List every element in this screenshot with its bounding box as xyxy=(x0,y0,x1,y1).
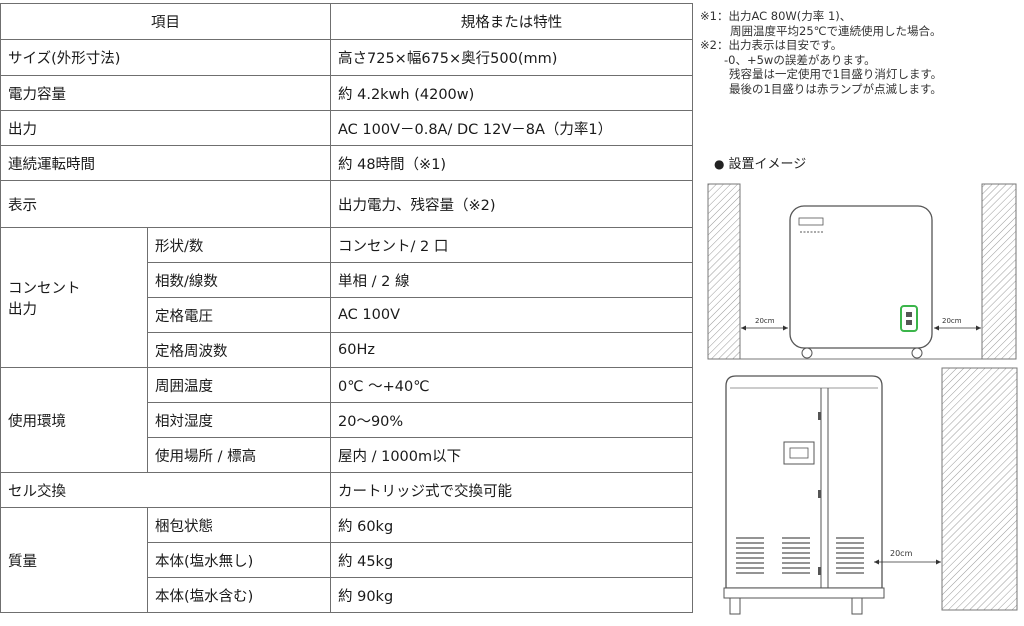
bullet-icon: ● xyxy=(714,157,725,171)
table-row: セル交換 カートリッジ式で交換可能 xyxy=(0,472,693,508)
row-label: 電力容量 xyxy=(0,75,331,111)
wheel-icon xyxy=(911,347,923,359)
sub-label: 定格電圧 xyxy=(147,297,331,333)
base xyxy=(723,587,885,599)
arrow-icon xyxy=(934,325,981,331)
sub-label: 本体(塩水含む) xyxy=(147,577,331,613)
vent-center-icon xyxy=(782,537,810,574)
side-wall xyxy=(941,367,1018,611)
vent-right-icon xyxy=(836,537,864,574)
hinge-icon xyxy=(818,567,821,575)
row-value: 60Hz xyxy=(330,332,693,368)
sub-label: 使用場所 / 標高 xyxy=(147,437,331,473)
front-view: 20cm 20cm xyxy=(707,183,1017,360)
table-row: 使用環境 周囲温度 0℃ ～+40℃ xyxy=(0,367,693,473)
handle-icon xyxy=(783,441,815,465)
mass-group-label: 質量 xyxy=(0,507,148,613)
sub-label: 本体(塩水無し) xyxy=(147,542,331,578)
table-row: 電力容量 約 4.2kwh (4200w) xyxy=(0,75,693,111)
caster-icon xyxy=(851,597,863,615)
sub-label: 相数/線数 xyxy=(147,262,331,298)
table-row: コンセント 出力 形状/数 コンセント/ 2 口 xyxy=(0,227,693,368)
row-value: 0℃ ～+40℃ xyxy=(330,367,693,403)
outlet-label-line2: 出力 xyxy=(8,301,37,318)
right-wall xyxy=(981,183,1017,360)
row-value: 高さ725×幅675×奥行500(mm) xyxy=(330,39,693,76)
row-value: 約 4.2kwh (4200w) xyxy=(330,75,693,111)
side-view: 20cm xyxy=(723,367,1018,615)
sub-label: 梱包状態 xyxy=(147,507,331,543)
sub-label: 形状/数 xyxy=(147,227,331,263)
right-clearance-label: 20cm xyxy=(942,317,962,325)
row-value: コンセント/ 2 口 xyxy=(330,227,693,263)
hinge-icon xyxy=(818,490,821,498)
row-label: サイズ(外形寸法) xyxy=(0,39,331,76)
display-panel xyxy=(798,217,824,226)
footnotes: ※1：出力AC 80W(力率 1)、 周囲温度平均25℃で連続使用した場合。 ※… xyxy=(700,9,1022,97)
table-row: 使用場所 / 標高 屋内 / 1000m以下 xyxy=(1,437,693,473)
row-label: 出力 xyxy=(0,110,331,146)
installation-image-title: ●設置イメージ xyxy=(714,153,806,172)
outlet-socket-icon xyxy=(906,320,912,325)
note2-line4: 最後の1目盛りは赤ランプが点滅します。 xyxy=(729,81,942,96)
header-spec: 規格または特性 xyxy=(330,3,693,40)
table-row: サイズ(外形寸法) 高さ725×幅675×奥行500(mm) xyxy=(0,39,693,76)
generator-front xyxy=(789,205,933,349)
table-header-row: 項目 規格または特性 xyxy=(0,3,693,40)
left-wall xyxy=(707,183,741,360)
outlet-socket-icon xyxy=(906,312,912,317)
arrow-icon xyxy=(741,325,788,331)
table-row: 連続運転時間 約 48時間（※1) xyxy=(0,145,693,181)
table-row: 本体(塩水無し) 約 45kg xyxy=(1,542,693,578)
handle-grip xyxy=(789,447,809,459)
row-value: 20～90% xyxy=(330,402,693,438)
row-value: 単相 / 2 線 xyxy=(330,262,693,298)
note1-line2: 周囲温度平均25℃で連続使用した場合。 xyxy=(730,23,942,38)
row-label: 表示 xyxy=(0,180,331,228)
table-row: 出力 AC 100V－0.8A/ DC 12V－8A（力率1） xyxy=(0,110,693,146)
left-clearance-label: 20cm xyxy=(755,317,775,325)
row-value: 約 48時間（※1) xyxy=(330,145,693,181)
row-label: 連続運転時間 xyxy=(0,145,331,181)
outlet-label-line1: コンセント xyxy=(8,280,81,297)
sub-label: 定格周波数 xyxy=(147,332,331,368)
installation-title-text: 設置イメージ xyxy=(728,157,807,172)
row-value: 約 90kg xyxy=(330,577,693,613)
spec-table: 項目 規格または特性 サイズ(外形寸法) 高さ725×幅675×奥行500(mm… xyxy=(0,3,693,613)
note1-line1: ※1：出力AC 80W(力率 1)、 xyxy=(700,9,852,23)
row-value: AC 100V xyxy=(330,297,693,333)
row-value: 屋内 / 1000m以下 xyxy=(330,437,693,473)
outlet-group-label: コンセント 出力 xyxy=(0,227,148,368)
installation-diagram: 20cm 20cm 20cm xyxy=(707,183,1018,615)
row-value: AC 100V－0.8A/ DC 12V－8A（力率1） xyxy=(330,110,693,146)
row-value: 約 45kg xyxy=(330,542,693,578)
row-value: 出力電力、残容量（※2) xyxy=(330,180,693,228)
table-row: 質量 梱包状態 約 60kg xyxy=(0,507,693,613)
outlet-highlight xyxy=(900,305,918,332)
table-row: 相対湿度 20～90% xyxy=(1,402,693,438)
side-clearance-label: 20cm xyxy=(890,549,913,558)
wheel-icon xyxy=(801,347,813,359)
env-group-label: 使用環境 xyxy=(0,367,148,473)
row-value: カートリッジ式で交換可能 xyxy=(330,472,693,508)
hinge-icon xyxy=(818,412,821,420)
note2-line2: -0、+5wの誤差があります。 xyxy=(724,52,876,67)
table-row: 本体(塩水含む) 約 90kg xyxy=(1,577,693,613)
vent-left-icon xyxy=(736,537,764,574)
header-item: 項目 xyxy=(0,3,331,40)
note2-line1: ※2：出力表示は目安です。 xyxy=(700,38,843,53)
table-row: 相数/線数 単相 / 2 線 xyxy=(1,262,693,298)
table-row: 表示 出力電力、残容量（※2) xyxy=(0,180,693,228)
note2-line3: 残容量は一定使用で1目盛り消灯します。 xyxy=(729,67,943,82)
row-label: セル交換 xyxy=(0,472,331,508)
table-row: 定格電圧 AC 100V xyxy=(1,297,693,333)
sub-label: 相対湿度 xyxy=(147,402,331,438)
generator-side xyxy=(725,375,883,589)
table-row: 定格周波数 60Hz xyxy=(1,332,693,368)
row-value: 約 60kg xyxy=(330,507,693,543)
caster-icon xyxy=(729,597,741,615)
sub-label: 周囲温度 xyxy=(147,367,331,403)
